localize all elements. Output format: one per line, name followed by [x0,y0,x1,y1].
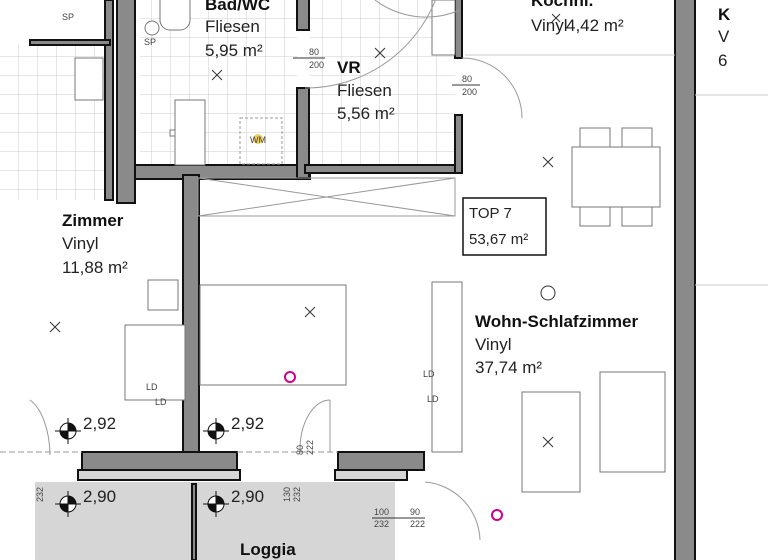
unit-area: 53,67 m² [469,231,528,248]
ceiling-outlet-icon [540,285,556,301]
dimension-label: 232 [35,487,45,502]
fixtures [0,0,768,541]
room-floor-bad: Fliesen [205,17,260,36]
dimension-label: 232 [374,519,389,529]
dimension-label: 80 [462,74,472,84]
dimension-label: 130 [282,487,292,502]
room-name-kochn: Kochnl. [531,0,593,10]
room-name-zimmer: Zimmer [62,211,124,230]
level-value: 2,92 [83,414,116,433]
dimension-label: 222 [305,440,315,455]
room-area-wohn: 37,74 m² [475,358,542,377]
room-floor-right: V [718,27,730,46]
room-name-right: K [718,5,731,24]
room-floor-kochn: Vinyl [531,16,568,35]
dimension-label: 80 [295,445,305,455]
symbol-label: LD [146,382,158,392]
dimension-label: 200 [309,60,324,70]
symbol-label: LD [423,369,435,379]
symbol-label: LD [155,397,167,407]
room-area-kochn: 4,42 m² [566,16,624,35]
dimension-label: 200 [462,87,477,97]
room-floor-zimmer: Vinyl [62,234,99,253]
room-name-bad: Bad/WC [205,0,270,14]
socket-icon [491,509,503,521]
loggia-floor [35,482,395,560]
vr-tiles [310,0,455,165]
dimension-label: 222 [410,519,425,529]
room-area-vr: 5,56 m² [337,104,395,123]
level-value: 2,90 [83,487,116,506]
room-area-zimmer: 11,88 m² [62,258,128,277]
room-floor-vr: Fliesen [337,81,392,100]
symbol-label: LD [427,394,439,404]
room-name-loggia: Loggia [240,540,296,559]
room-name-vr: VR [337,58,361,77]
dimension-label: 232 [292,487,302,502]
washing-machine-outlet-icon [253,134,263,144]
level-value: 2,90 [231,487,264,506]
walls [29,0,696,560]
room-area-right: 6 [718,51,727,70]
dimension-label: 80 [309,47,319,57]
level-value: 2,92 [231,414,264,433]
symbol-label: SP [62,12,74,22]
socket-icon [284,371,296,383]
level-markers [55,418,229,517]
room-name-wohn: Wohn-Schlafzimmer [475,312,638,331]
room-floor-wohn: Vinyl [475,335,512,354]
ceiling-light-icons [49,13,561,448]
unit-label-box: TOP 7 53,67 m² [462,197,547,256]
unit-label: TOP 7 [469,205,512,222]
door-dimensions: 80 200 80 200 80 222 130 232 232 100 232… [35,47,480,529]
dimension-label: 90 [410,507,420,517]
symbol-label: WM [250,135,266,145]
room-area-bad: 5,95 m² [205,41,263,60]
symbol-label: SP [144,37,156,47]
dimension-label: 100 [374,507,389,517]
